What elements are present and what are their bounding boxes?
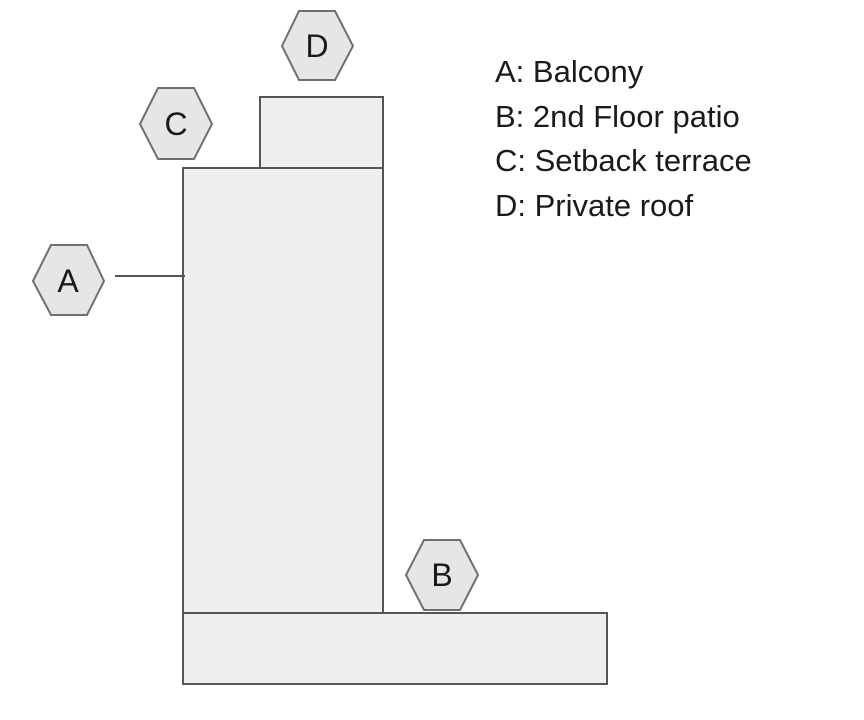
- legend-item-terrace: C: Setback terrace: [495, 143, 752, 178]
- marker-d: D: [280, 10, 355, 81]
- podium-volume: [182, 612, 608, 685]
- hexagon-icon: [404, 539, 480, 611]
- marker-c-label: C: [164, 106, 187, 142]
- marker-b-label: B: [431, 557, 452, 593]
- legend: A: Balcony B: 2nd Floor patio C: Setback…: [495, 50, 752, 228]
- hexagon-icon: [138, 87, 214, 160]
- hexagon-icon: [280, 10, 355, 81]
- legend-item-balcony: A: Balcony: [495, 54, 644, 89]
- rooftop-volume: [259, 96, 384, 169]
- legend-item-patio: B: 2nd Floor patio: [495, 98, 740, 134]
- marker-d-label: D: [305, 28, 328, 64]
- marker-a-label: A: [57, 263, 79, 299]
- marker-a: A: [31, 244, 106, 316]
- tower-volume: [182, 167, 384, 685]
- marker-c: C: [138, 87, 214, 160]
- hexagon-icon: [31, 244, 106, 316]
- legend-item-roof: D: Private roof: [495, 187, 694, 223]
- marker-b: B: [404, 539, 480, 611]
